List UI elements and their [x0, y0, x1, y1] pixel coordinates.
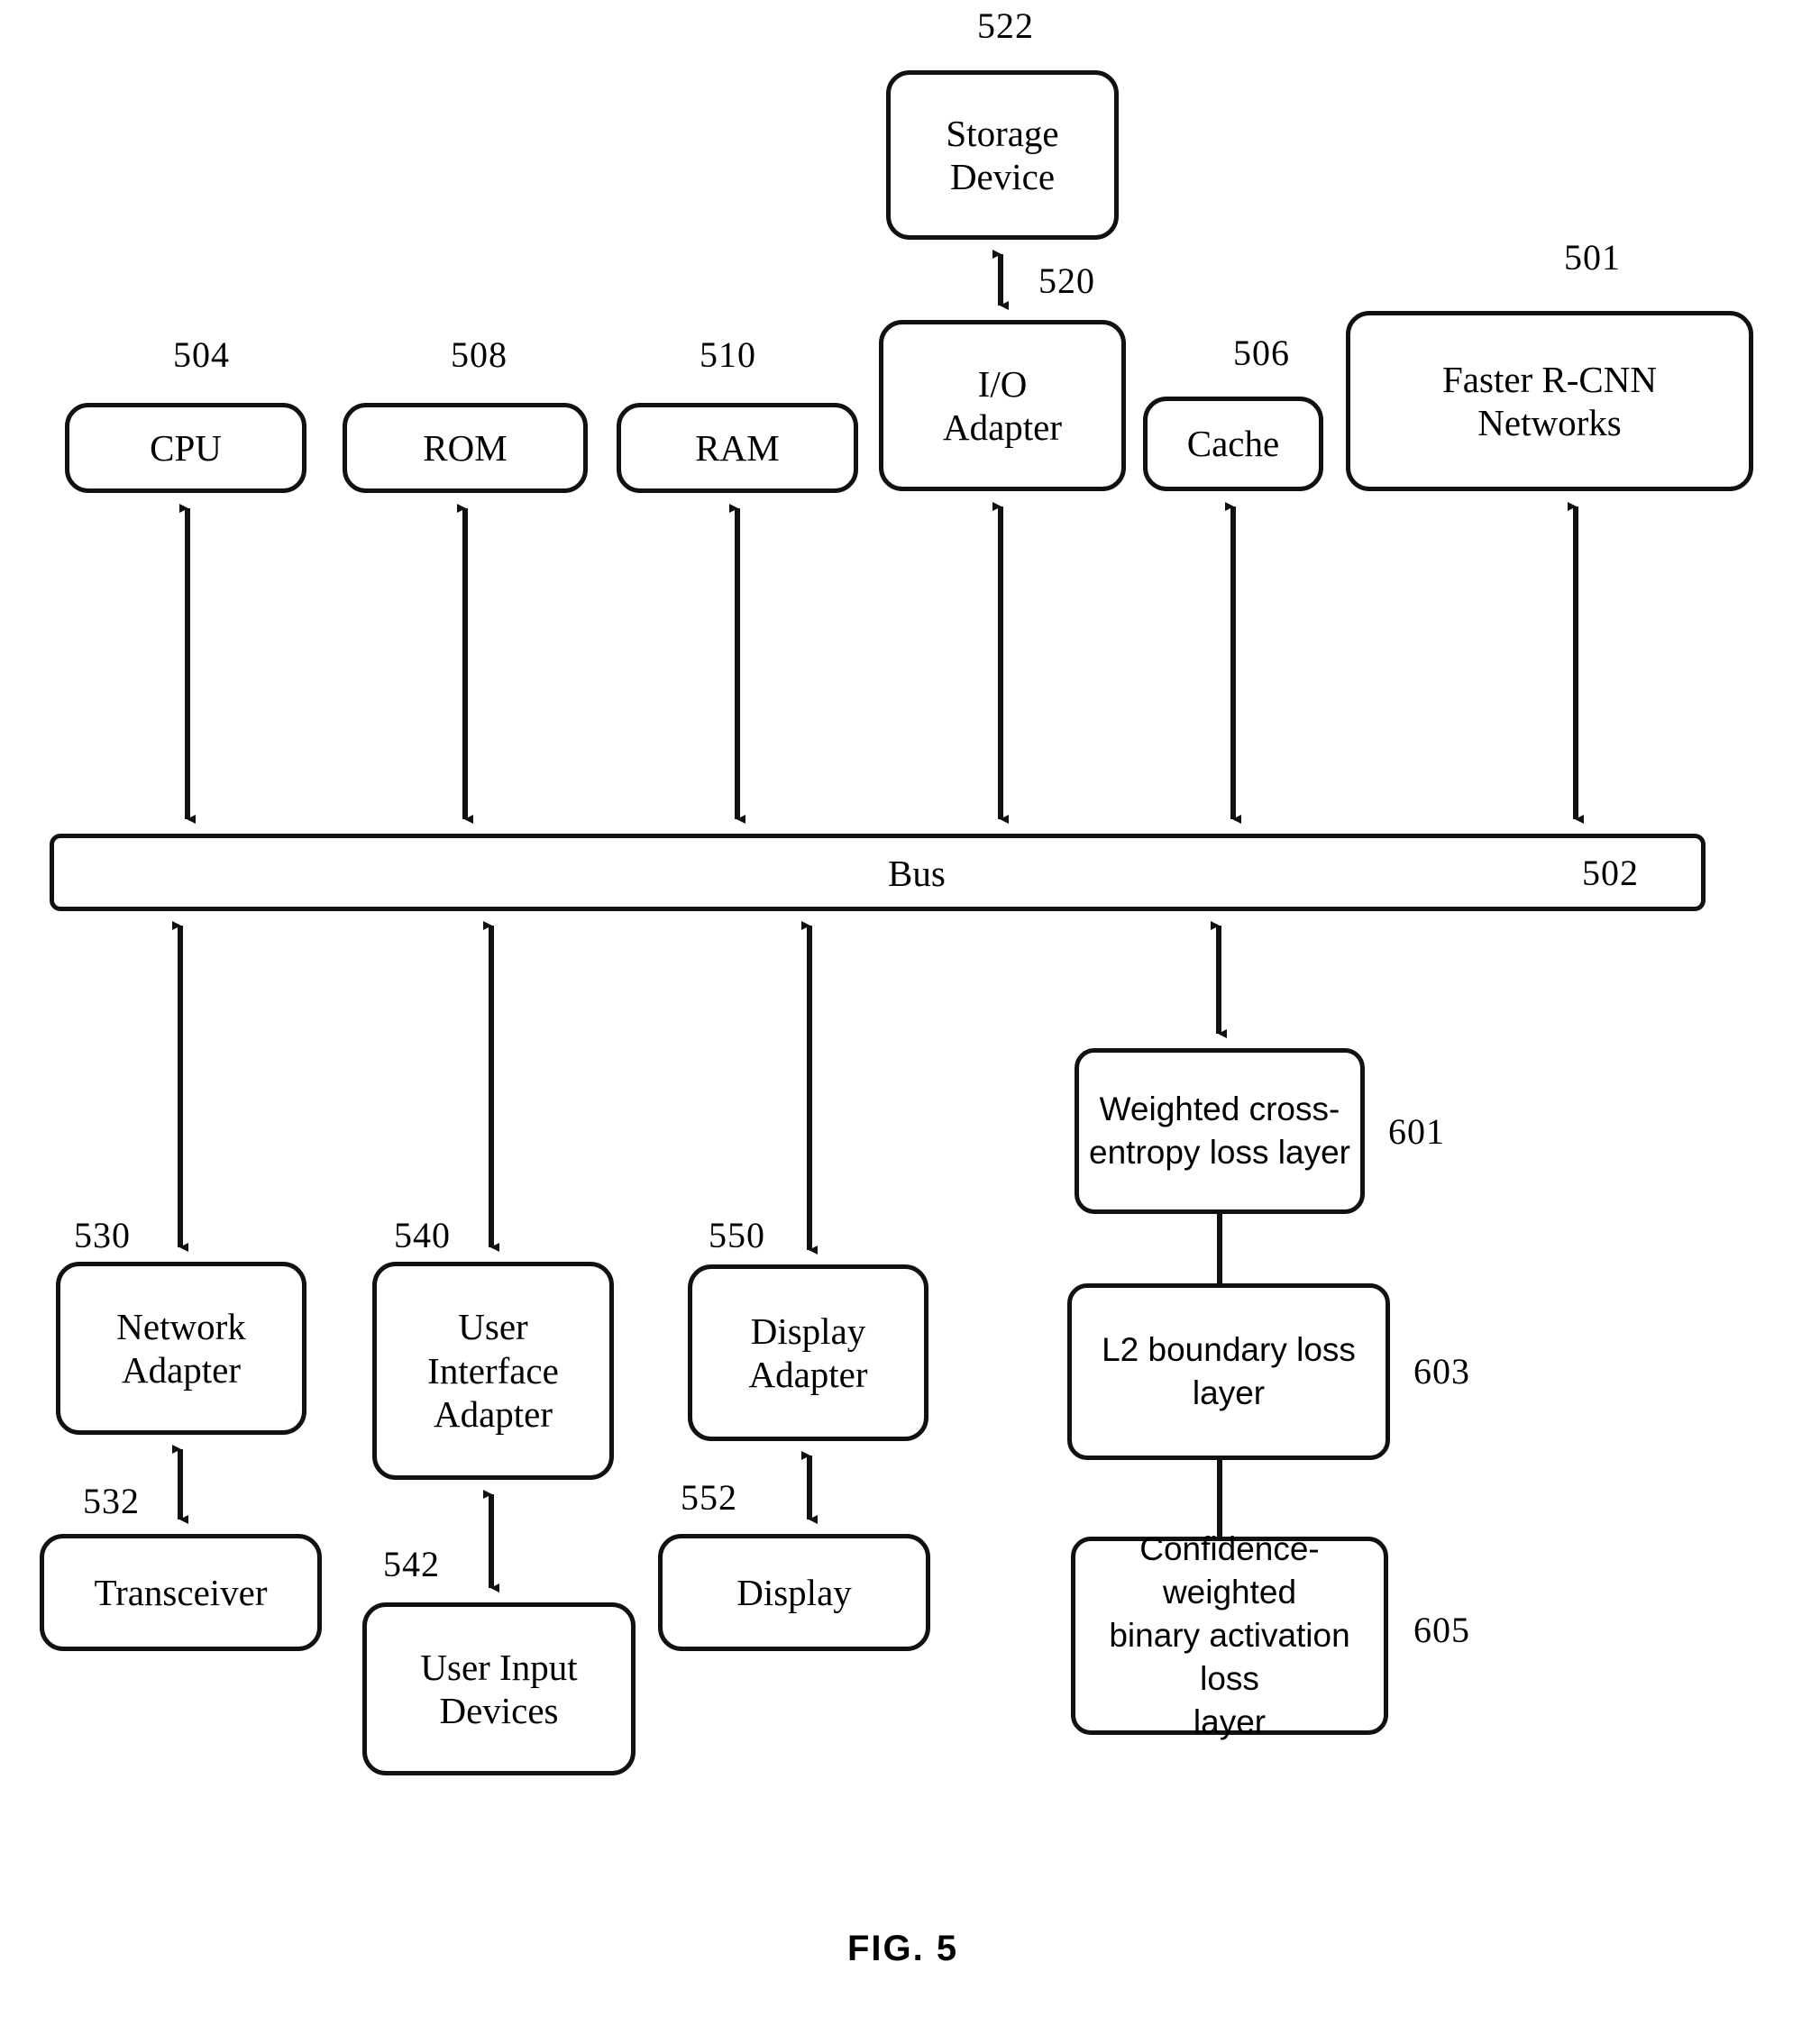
reference-numeral-542: 542 — [383, 1544, 440, 1584]
bus-label: Bus — [888, 853, 946, 894]
node-faster_rcnn: Faster R-CNN Networks — [1346, 311, 1753, 491]
node-cpu: CPU — [65, 403, 306, 493]
node-io_adapter: I/O Adapter — [879, 320, 1126, 491]
node-ram: RAM — [617, 403, 858, 493]
node-storage_device: Storage Device — [886, 70, 1119, 240]
reference-numeral-605: 605 — [1413, 1610, 1470, 1650]
reference-numeral-552: 552 — [681, 1477, 737, 1518]
reference-numeral-601: 601 — [1388, 1111, 1445, 1152]
node-rom: ROM — [343, 403, 588, 493]
reference-numeral-540: 540 — [394, 1215, 451, 1255]
reference-numeral-530: 530 — [74, 1215, 131, 1255]
node-l2_boundary_loss: L2 boundary loss layer — [1067, 1283, 1390, 1460]
reference-numeral-504: 504 — [173, 334, 230, 375]
node-transceiver: Transceiver — [40, 1534, 322, 1651]
reference-numeral-506: 506 — [1233, 333, 1290, 373]
bus-bar — [50, 834, 1706, 911]
reference-numeral-522: 522 — [977, 5, 1034, 46]
node-ui_adapter: User Interface Adapter — [372, 1262, 614, 1480]
node-display_adapter: Display Adapter — [688, 1264, 928, 1441]
reference-numeral-510: 510 — [700, 334, 756, 375]
reference-numeral-501: 501 — [1564, 237, 1621, 278]
reference-numeral-520: 520 — [1038, 260, 1095, 301]
node-user_input_devices: User Input Devices — [362, 1602, 636, 1775]
node-confidence_binary_loss: Confidence-weighted binary activation lo… — [1071, 1530, 1388, 1740]
node-network_adapter: Network Adapter — [56, 1262, 306, 1435]
bus-reference-numeral: 502 — [1582, 853, 1639, 893]
node-cache: Cache — [1143, 397, 1323, 491]
figure-caption: FIG. 5 — [847, 1929, 959, 1968]
reference-numeral-550: 550 — [709, 1215, 765, 1255]
reference-numeral-532: 532 — [83, 1481, 140, 1521]
reference-numeral-508: 508 — [451, 334, 508, 375]
node-weighted_ce_loss: Weighted cross- entropy loss layer — [1075, 1048, 1365, 1214]
node-display: Display — [658, 1534, 930, 1651]
reference-numeral-603: 603 — [1413, 1351, 1470, 1392]
